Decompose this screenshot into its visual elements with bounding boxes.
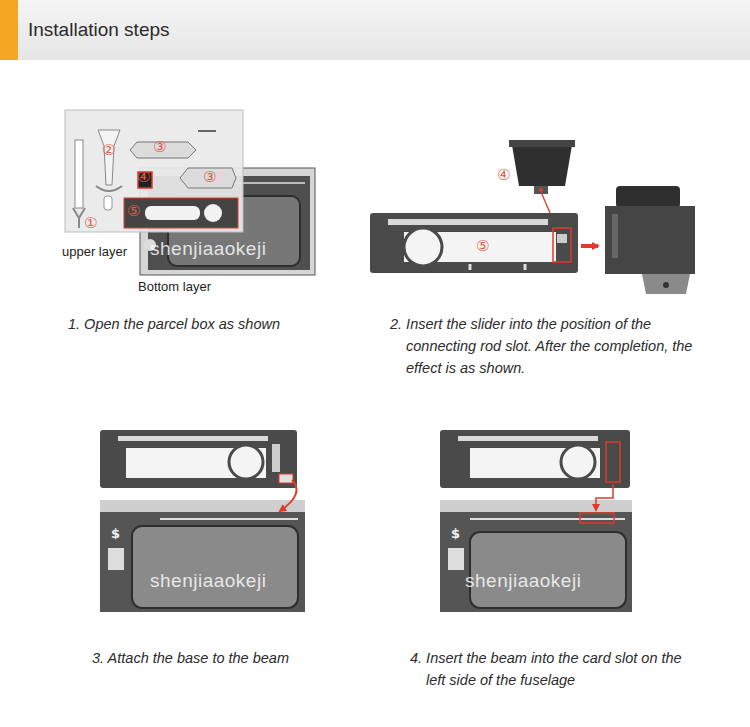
- callout-number: ⑤: [127, 204, 140, 219]
- callout-number: ⑤: [476, 239, 489, 254]
- callout-number: ③: [203, 170, 216, 185]
- callout-number: ④: [497, 168, 510, 183]
- watermark: shenjiaaokeji: [465, 570, 581, 592]
- layer-label: Bottom layer: [138, 279, 211, 294]
- step-caption: 1. Open the parcel box as shown: [68, 313, 384, 335]
- currency-mark: $: [451, 526, 460, 541]
- step-caption: 4. Insert the beam into the card slot on…: [410, 647, 698, 691]
- page-title: Installation steps: [28, 19, 170, 41]
- layer-label: upper layer: [62, 244, 127, 259]
- currency-mark: $: [111, 526, 120, 541]
- callout-number: ②: [102, 143, 115, 158]
- callout-number: ④: [137, 170, 150, 185]
- callout-number: ③: [153, 140, 166, 155]
- watermark: shenjiaaokeji: [150, 570, 266, 592]
- watermark: shenjiaaokeji: [150, 238, 266, 260]
- step-caption: 3. Attach the base to the beam: [92, 647, 408, 669]
- step-caption: 2. Insert the slider into the position o…: [390, 313, 718, 379]
- callout-number: ①: [84, 216, 97, 231]
